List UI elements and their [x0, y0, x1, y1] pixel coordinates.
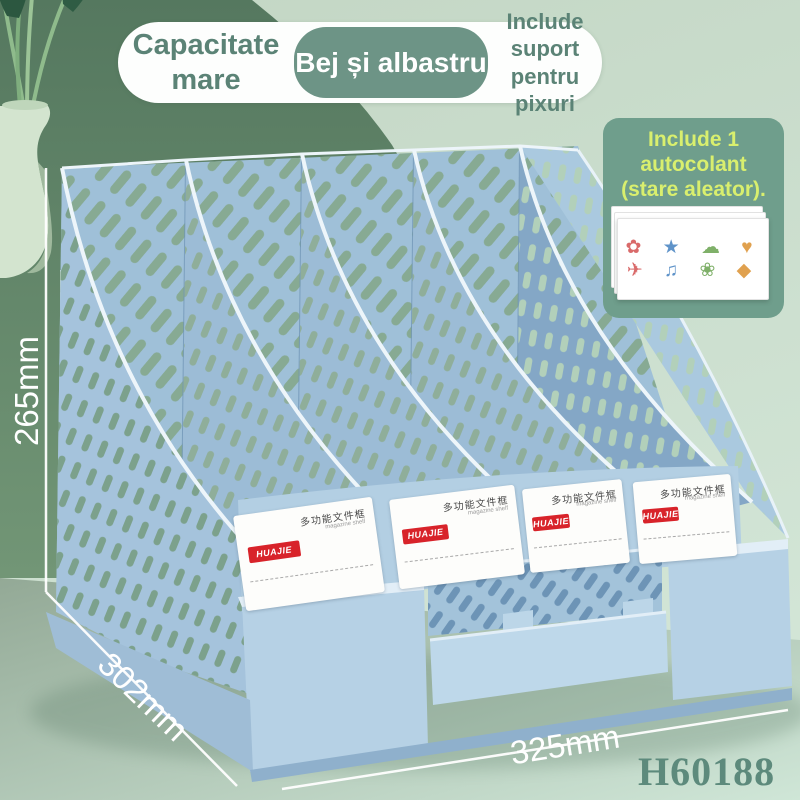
pen-cup-left — [238, 580, 428, 772]
brand-logo: HUAJIE — [247, 539, 301, 564]
shelf-label-4: 多功能文件框 magazine shelf HUAJIE — [632, 473, 738, 565]
pen-holder-badge: Include suport pentru pixuri — [506, 8, 584, 117]
sticker-promo-box: Include 1 autocolant (stare aleator). ✿ … — [603, 118, 784, 318]
brand-logo: HUAJIE — [401, 523, 450, 545]
capacity-badge: Capacitate mare — [132, 29, 280, 96]
label-dash-line — [250, 564, 373, 583]
sticker-promo-line2: autocolant — [640, 152, 747, 176]
sticker-promo-line1: Include 1 — [647, 128, 740, 151]
product-code: H60188 — [638, 749, 776, 794]
shelf-label-2: 多功能文件框 magazine shelf HUAJIE — [388, 484, 526, 590]
shelf-label-1: 多功能文件框 magazine shelf HUAJIE — [233, 496, 385, 612]
color-option-pill: Bej și albastru — [294, 27, 488, 98]
base-front — [250, 688, 792, 782]
base-left — [46, 612, 253, 772]
background-wall-dark — [0, 0, 442, 578]
tray-front-wall — [430, 612, 668, 705]
depth-line — [45, 591, 238, 787]
sticker-row-2: ✈ ♫ ❀ ◆ — [626, 260, 760, 281]
pen-cup-right — [664, 539, 792, 700]
feature-banner: Capacitate mare Bej și albastru Include … — [118, 9, 602, 116]
measurement-lines — [44, 168, 789, 791]
sticker-promo-line3: (stare aleator). — [621, 177, 766, 201]
sticker-promo-text: Include 1 autocolant (stare aleator). — [603, 128, 784, 202]
label-dash-line — [404, 548, 515, 563]
dimension-height: 265mm — [8, 335, 45, 447]
label-dash-line — [643, 531, 730, 541]
sticker-sheet-front: ✿ ★ ☁ ♥ ✈ ♫ ❀ ◆ — [617, 218, 769, 300]
width-line — [281, 708, 789, 791]
sticker-row-1: ✿ ★ ☁ ♥ — [625, 237, 761, 258]
brand-logo: HUAJIE — [641, 506, 680, 524]
brand-logo: HUAJIE — [531, 513, 571, 532]
shelf-label-3: 多功能文件框 magazine shelf HUAJIE — [521, 479, 631, 573]
label-dash-line — [533, 538, 622, 549]
